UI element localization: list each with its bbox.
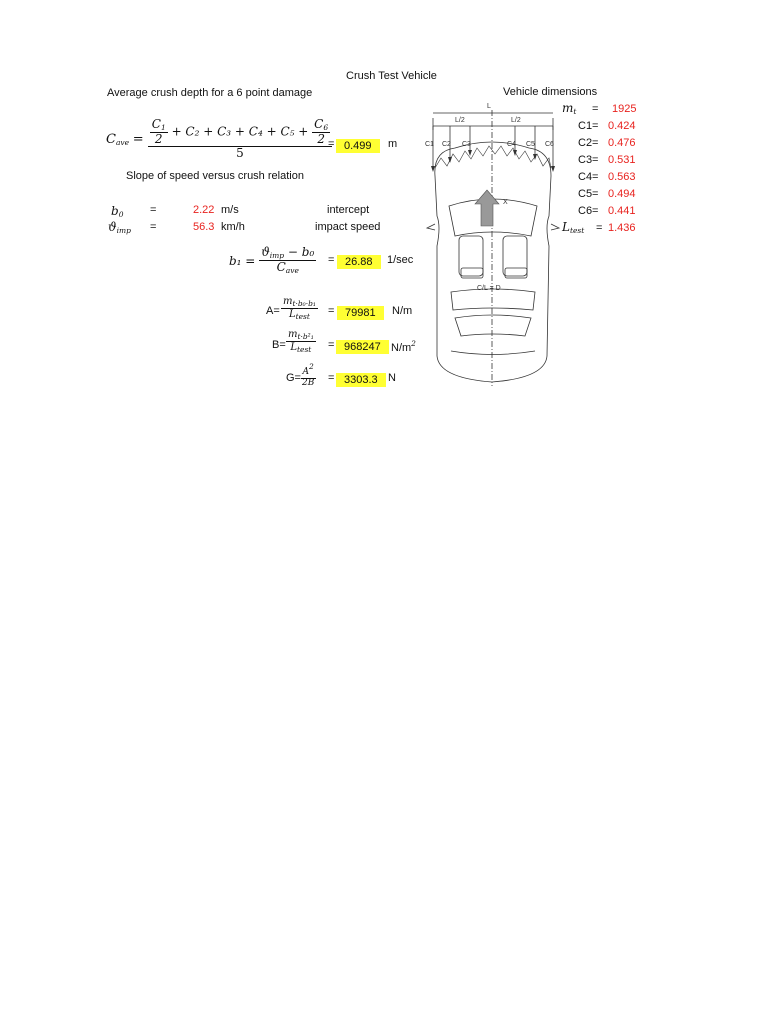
B-fraction: mt·b²₁ Ltest (286, 329, 316, 355)
dim-row-mt: mt = 1925 (562, 101, 637, 116)
A-equals: = (328, 305, 335, 317)
A-fraction: mt·b₀·b₁ Ltest (281, 296, 318, 322)
left-mirror (425, 223, 436, 231)
G-result: 3303.3 (336, 370, 386, 388)
dim-label-half-left: L/2 (455, 117, 465, 124)
b0-equals: = (150, 204, 157, 216)
c-label-2: C2 (442, 141, 451, 148)
c-label-4: C4 (507, 141, 516, 148)
x-label: X (503, 199, 508, 206)
dim-row-ltest: Ltest = 1.436 (562, 220, 636, 235)
cl-label: C/L = D (477, 285, 501, 292)
left-seat (458, 235, 484, 277)
dim-row-c6: C6= 0.441 (578, 205, 636, 217)
section-heading-crush-depth: Average crush depth for a 6 point damage (107, 87, 313, 99)
right-mirror (550, 223, 561, 231)
A-result: 79981 (337, 303, 384, 321)
B-unit: N/m2 (391, 339, 416, 354)
rear-window (454, 314, 532, 337)
dim-label-L: L (487, 103, 491, 110)
b1-unit: 1/sec (387, 254, 414, 266)
A-unit: N/m (392, 305, 413, 317)
vimp-symbol: ϑimp (108, 220, 131, 235)
x-arrow-icon (474, 189, 500, 227)
vehicle-dimensions-heading: Vehicle dimensions (503, 86, 598, 98)
cave-equals: = (328, 138, 335, 150)
vehicle-crush-diagram: L L/2 L/2 C1 C2 C3 C4 C5 C6 X C/L = D (425, 103, 561, 386)
b0-unit: m/s (221, 204, 239, 216)
vimp-desc: impact speed (315, 221, 381, 233)
dim-row-c4: C4= 0.563 (578, 171, 636, 183)
b0-value: 2.22 (193, 204, 215, 216)
right-seat (502, 235, 528, 277)
G-fraction: A2 2B (300, 362, 316, 388)
b1-formula: b₁ = ϑimp − b₀ Cave (229, 245, 317, 276)
cave-lhs: Cave (106, 131, 130, 147)
dimensions-list: mt = 1925 C1= 0.424 C2= 0.476 C3= 0.531 … (556, 101, 666, 237)
vimp-equals: = (150, 221, 157, 233)
b1-result: 26.88 (337, 252, 381, 270)
page-title: Crush Test Vehicle (346, 70, 437, 82)
b0-symbol: b0 (111, 204, 124, 219)
A-lhs: A= (266, 305, 280, 317)
cave-unit: m (388, 138, 398, 150)
c-label-6: C6 (545, 141, 554, 148)
G-lhs: G= (286, 372, 301, 384)
slope-heading: Slope of speed versus crush relation (126, 170, 304, 182)
vimp-value: 56.3 (193, 221, 215, 233)
dim-row-c3: C3= 0.531 (578, 154, 636, 166)
G-unit: N (388, 372, 396, 384)
b0-desc: intercept (327, 204, 370, 216)
b1-equals: = (328, 254, 335, 266)
B-result: 968247 (336, 337, 389, 355)
B-lhs: B= (272, 339, 286, 351)
dim-row-c5: C5= 0.494 (578, 188, 636, 200)
c-label-1: C1 (425, 141, 434, 148)
cave-result: 0.499 (336, 136, 380, 154)
dim-row-c1: C1= 0.424 (578, 120, 636, 132)
G-equals: = (328, 372, 335, 384)
dim-label-half-right: L/2 (511, 117, 521, 124)
vimp-unit: km/h (221, 221, 245, 233)
c-label-5: C5 (526, 141, 535, 148)
c-label-3: C3 (462, 141, 471, 148)
windshield (448, 198, 538, 237)
cave-mid-terms: + C₂ + C₃ + C₄ + C₅ + (171, 124, 309, 139)
dim-row-c2: C2= 0.476 (578, 137, 636, 149)
B-equals: = (328, 339, 335, 351)
car-outline (434, 141, 552, 383)
rear-seat (450, 288, 536, 311)
